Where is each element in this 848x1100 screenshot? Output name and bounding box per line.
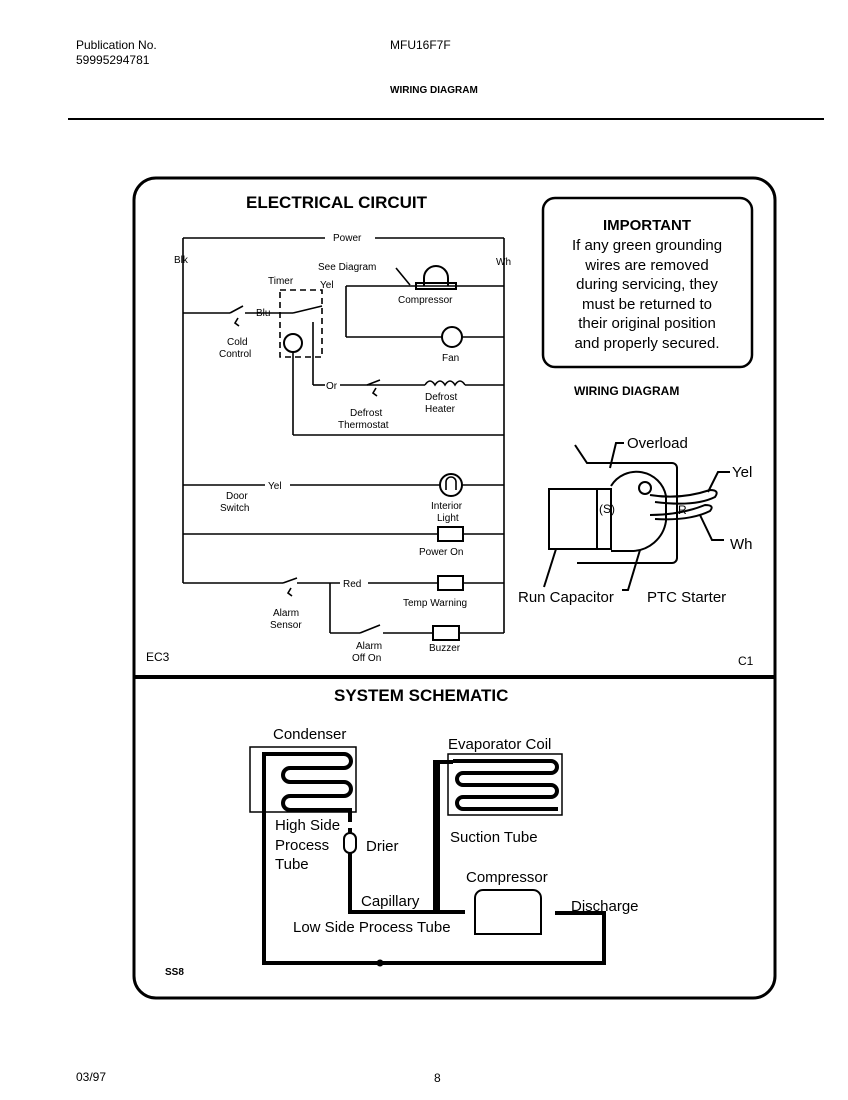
important-line-3: during servicing, they (576, 276, 718, 293)
defrost-heater-label-2: Heater (425, 404, 456, 415)
overload-icon (638, 481, 652, 495)
discharge-label: Discharge (571, 898, 639, 915)
door-switch-label-2: Switch (220, 503, 249, 514)
electrical-circuit: ELECTRICAL CIRCUIT Power Blk Wh Timer Ye… (146, 193, 754, 668)
defrost-heater-label-1: Defrost (425, 392, 457, 403)
alarm-off-on-label-2: Off On (352, 653, 381, 664)
alarm-sensor-label-2: Sensor (270, 620, 302, 631)
timer-yel-label: Yel (320, 280, 334, 291)
page-number: 8 (434, 1071, 441, 1085)
blk-label: Blk (174, 255, 189, 266)
compressor-icon (423, 265, 449, 286)
cold-control-label-1: Cold (227, 337, 248, 348)
drier-icon (343, 832, 357, 854)
suction-tube-label: Suction Tube (450, 829, 538, 846)
door-switch-label-1: Door (226, 491, 248, 502)
defrost-heater-icon (424, 380, 466, 387)
high-side-label-3: Tube (275, 856, 309, 873)
condenser-label: Condenser (273, 726, 346, 743)
compressor-wiring-diagram: WIRING DIAGRAM Overload (S) R Yel Wh Run… (518, 384, 753, 606)
defrost-thermostat-label-2: Thermostat (338, 420, 389, 431)
system-schematic: SYSTEM SCHEMATIC Condenser Evaporator Co… (165, 686, 639, 978)
diagram-frame (132, 176, 777, 1000)
system-schematic-title: SYSTEM SCHEMATIC (334, 686, 508, 705)
alarm-off-on-switch-icon (359, 624, 381, 634)
electrical-circuit-title: ELECTRICAL CIRCUIT (246, 193, 428, 212)
alarm-off-on-label-1: Alarm (356, 641, 382, 652)
high-side-label-2: Process (275, 837, 329, 854)
fan-label: Fan (442, 353, 459, 364)
fan-icon (441, 326, 463, 348)
interior-light-label-1: Interior (431, 501, 463, 512)
run-capacitor-icon (548, 488, 598, 550)
important-line-2: wires are removed (584, 257, 708, 274)
buzzer-icon (432, 625, 460, 641)
ec3-code: EC3 (146, 650, 170, 664)
temp-warning-indicator-icon (437, 575, 464, 591)
power-on-label: Power On (419, 547, 463, 558)
wh-wire-label: Wh (730, 536, 753, 553)
timer-motor-icon (283, 333, 303, 353)
cold-control-label-2: Control (219, 349, 251, 360)
compressor-label: Compressor (398, 295, 453, 306)
evaporator-coil-icon (447, 753, 563, 816)
page-title: WIRING DIAGRAM (390, 85, 478, 96)
important-line-1: If any green grounding (572, 237, 722, 254)
compressor-schematic-label: Compressor (466, 869, 548, 886)
cold-control-icon (229, 305, 244, 327)
evaporator-coil-label: Evaporator Coil (448, 736, 551, 753)
model-number: MFU16F7F (390, 38, 451, 52)
ss8-code: SS8 (165, 967, 184, 978)
publication-number: 59995294781 (76, 53, 150, 67)
timer-label: Timer (268, 276, 294, 287)
capillary-label: Capillary (361, 893, 420, 910)
important-line-6: and properly secured. (574, 335, 719, 352)
temp-warning-label: Temp Warning (403, 598, 467, 609)
power-on-indicator-icon (437, 526, 464, 542)
footer-date: 03/97 (76, 1070, 106, 1084)
important-title: IMPORTANT (603, 217, 691, 234)
important-line-4: must be returned to (582, 296, 712, 313)
run-capacitor-label: Run Capacitor (518, 589, 614, 606)
red-label: Red (343, 579, 361, 590)
blu-label: Blu (256, 308, 270, 319)
important-line-5: their original position (578, 315, 716, 332)
alarm-sensor-label-1: Alarm (273, 608, 299, 619)
low-side-label: Low Side Process Tube (293, 919, 451, 936)
interior-light-label-2: Light (437, 513, 459, 524)
or-label: Or (326, 381, 338, 392)
yel-wire-label: Yel (732, 464, 752, 481)
defrost-thermostat-icon (366, 379, 381, 397)
power-label: Power (333, 233, 362, 244)
ptc-starter-label: PTC Starter (647, 589, 726, 606)
door-yel-label: Yel (268, 481, 282, 492)
defrost-thermostat-label-1: Defrost (350, 408, 382, 419)
interior-light-icon (439, 473, 463, 497)
compressor-unit-icon (474, 889, 542, 935)
see-diagram-label: See Diagram (318, 262, 376, 273)
alarm-sensor-icon (282, 577, 298, 597)
s-terminal-label: (S) (599, 502, 615, 516)
drier-label: Drier (366, 838, 399, 855)
ptc-starter-icon (610, 470, 667, 553)
high-side-label-1: High Side (275, 817, 340, 834)
overload-label: Overload (627, 435, 688, 452)
c1-code: C1 (738, 654, 754, 668)
important-notice: IMPORTANT If any green grounding wires a… (541, 196, 754, 369)
wiring-diagram-subtitle: WIRING DIAGRAM (574, 384, 679, 398)
r-terminal-label: R (678, 503, 687, 517)
timer-box (279, 289, 323, 358)
publication-label: Publication No. (76, 38, 157, 52)
buzzer-label: Buzzer (429, 643, 461, 654)
